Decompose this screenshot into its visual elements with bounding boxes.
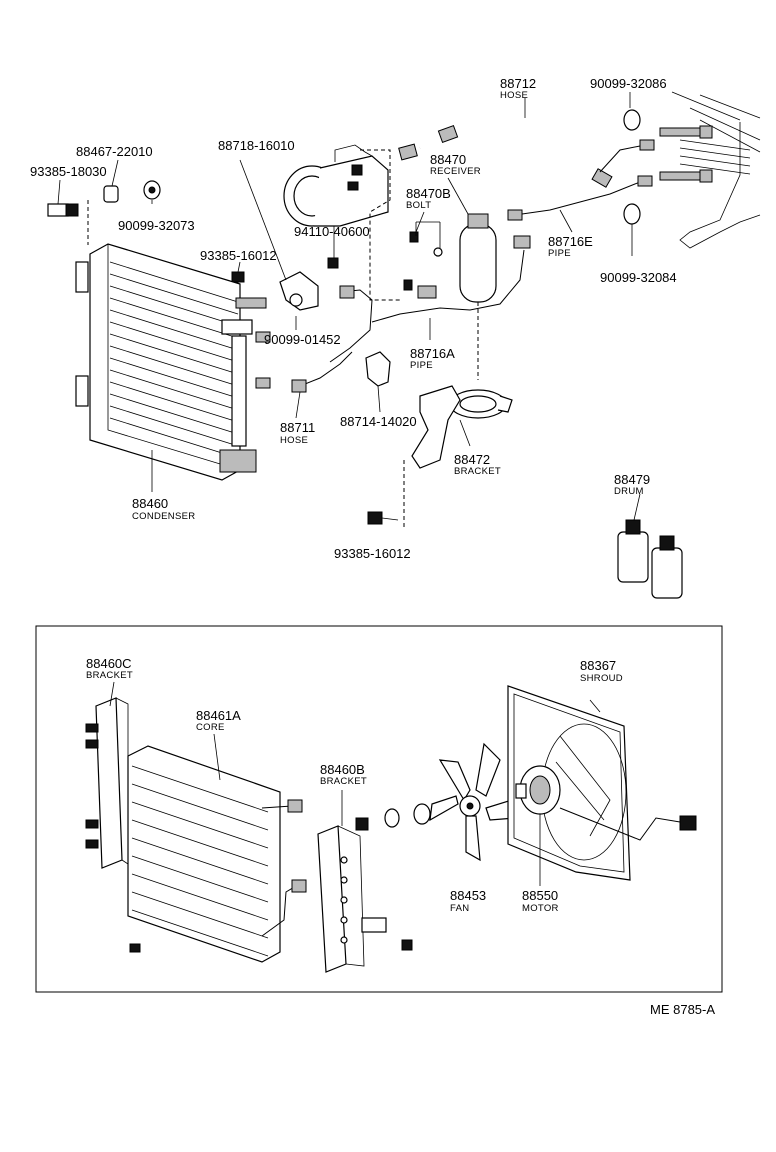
bracket-88718	[239, 159, 319, 311]
label-88479-name: DRUM	[614, 486, 644, 497]
condenser-fins	[109, 261, 239, 459]
label-88460-number: 88460	[132, 496, 168, 511]
label-88367-number: 88367	[580, 658, 616, 673]
drum-88479	[617, 519, 683, 599]
label-88716e-name: PIPE	[548, 248, 571, 259]
label-88470b-name: BOLT	[406, 200, 431, 211]
label-88711-number: 88711	[280, 420, 315, 435]
grommet-90099-32073	[143, 180, 161, 200]
label-88711-name: HOSE	[280, 435, 308, 446]
label-88718-16010: 88718-16010	[218, 138, 295, 153]
label-88367: 88367 SHROUD	[580, 658, 623, 684]
label-88460: 88460 CONDENSER	[132, 496, 195, 522]
label-88367-name: SHROUD	[580, 673, 623, 684]
hose-88711	[291, 351, 353, 393]
label-88550-name: MOTOR	[522, 903, 559, 914]
bracket-88460c	[85, 681, 129, 869]
bolt-93385-18030	[47, 200, 89, 245]
label-88716a-number: 88716A	[410, 346, 455, 361]
label-88467-22010: 88467-22010	[76, 144, 153, 159]
fan-88453	[429, 742, 517, 862]
label-94110-40600: 94110-40600	[294, 224, 370, 239]
label-88714-14020: 88714-14020	[340, 414, 417, 429]
label-88479: 88479 DRUM	[614, 472, 650, 497]
label-88716a: 88716A PIPE	[410, 346, 455, 371]
label-88453: 88453 FAN	[450, 888, 486, 914]
label-88460c-name: BRACKET	[86, 670, 133, 681]
label-90099-32086: 90099-32086	[590, 76, 667, 91]
label-88712: 88712 HOSE	[500, 76, 536, 101]
label-93385-16012-upper: 93385-16012	[200, 248, 277, 263]
label-88479-number: 88479	[614, 472, 650, 487]
pipe-88716e	[507, 139, 655, 221]
receiver-88470	[409, 213, 497, 380]
label-93385-16012-lower: 93385-16012	[334, 546, 411, 561]
bracket-88460b	[317, 790, 413, 973]
label-88460b-name: BRACKET	[320, 776, 367, 787]
label-88461a-name: CORE	[196, 722, 225, 733]
label-88470: 88470 RECEIVER	[430, 152, 481, 177]
diagram-id: ME 8785-A	[650, 1002, 715, 1017]
bolt-93385-16012-lower	[367, 511, 399, 525]
vehicle-body-outline	[671, 91, 761, 249]
label-88470-name: RECEIVER	[430, 166, 481, 177]
label-88460-name: CONDENSER	[132, 511, 195, 522]
label-88712-name: HOSE	[500, 90, 528, 101]
label-88712-number: 88712	[500, 76, 536, 91]
shroud-88367	[507, 685, 631, 881]
label-88550-number: 88550	[522, 888, 558, 903]
compressor	[283, 144, 400, 301]
label-88472: 88472 BRACKET	[454, 452, 501, 477]
nut-94110	[327, 257, 339, 269]
label-90099-01452: 90099-01452	[264, 332, 341, 347]
label-88472-name: BRACKET	[454, 466, 501, 477]
label-88460b-number: 88460B	[320, 762, 365, 777]
motor-88550	[515, 765, 697, 886]
label-90099-32073: 90099-32073	[118, 218, 195, 233]
hose-88712	[398, 116, 613, 188]
collar-88467	[103, 185, 119, 203]
label-88716a-name: PIPE	[410, 360, 433, 371]
label-90099-32084: 90099-32084	[600, 270, 677, 285]
leader-lines-upper	[57, 92, 641, 521]
label-88453-number: 88453	[450, 888, 486, 903]
label-88461a: 88461A CORE	[196, 708, 241, 733]
condenser-88460	[75, 243, 271, 492]
core-tubes	[131, 765, 269, 957]
label-88716e: 88716E PIPE	[548, 234, 593, 259]
bracket-88472	[403, 385, 513, 528]
label-88470b-number: 88470B	[406, 186, 451, 201]
label-88460c-number: 88460C	[86, 656, 132, 671]
label-88716e-number: 88716E	[548, 234, 593, 249]
label-88460c: 88460C BRACKET	[86, 656, 133, 681]
pipe-88716a	[329, 235, 531, 363]
label-88550: 88550 MOTOR	[522, 888, 559, 914]
label-88461a-number: 88461A	[196, 708, 241, 723]
clamp-88714	[365, 351, 391, 387]
lower-section-frame	[35, 625, 723, 993]
label-88711: 88711 HOSE	[280, 420, 315, 446]
label-88472-number: 88472	[454, 452, 490, 467]
label-88460b: 88460B BRACKET	[320, 762, 367, 787]
label-88453-name: FAN	[450, 903, 469, 914]
core-88461a	[127, 733, 307, 963]
grommet-90099-32084	[623, 169, 713, 225]
label-93385-18030: 93385-18030	[30, 164, 107, 179]
label-88470-number: 88470	[430, 152, 466, 167]
grommet-90099-32086	[623, 109, 713, 139]
label-88470b: 88470B BOLT	[406, 186, 451, 211]
grommets-lower	[384, 803, 431, 828]
